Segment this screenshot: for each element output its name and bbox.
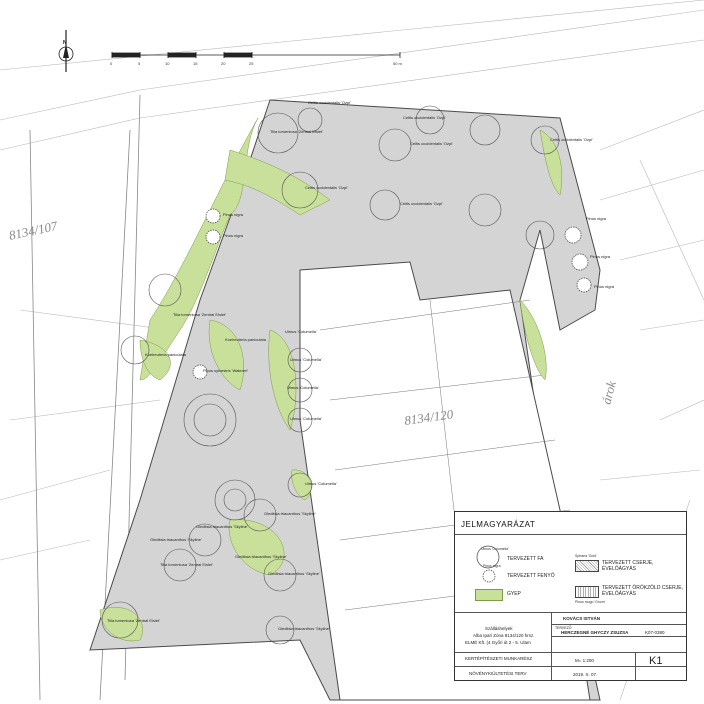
project-line-3: ELMÉ Kft. (4 Győri út 2 - 5. Ulam xyxy=(465,640,531,645)
legend-evergreen-sample: Pinus mugo 'Gnom' xyxy=(575,600,606,604)
plant-label: Pinus nigra xyxy=(594,284,615,289)
planner-id: K07-0380 xyxy=(645,630,665,635)
legend-pine-label: TERVEZETT FENYŐ xyxy=(507,573,555,579)
legend-lawn-swatch xyxy=(475,589,503,601)
legend-shrub-label: TERVEZETT CSERJE, ÉVELŐÁGYÁS xyxy=(602,560,654,572)
project-line-2: Alba Ipari Zóna 8134/120 hrsz. xyxy=(473,633,535,638)
north-label: N xyxy=(63,40,67,46)
legend-tree-symbol xyxy=(476,545,500,569)
legend-evergreen-swatch xyxy=(575,586,599,598)
plant-label: Pinus nigra xyxy=(590,254,611,259)
plant-label: Gleditsia triacanthos 'Skyline' xyxy=(264,511,316,516)
scale-tick-50: 50 m xyxy=(393,61,403,66)
parcel-label-left: 8134/107 xyxy=(8,218,60,243)
legend-pine-sample: Pinus nigra xyxy=(483,564,501,568)
legend-shrub-sample: Spiraea 'Gold' xyxy=(575,554,597,558)
scale-tick-0: 0 xyxy=(110,61,113,66)
scale-tick-5: 5 xyxy=(138,61,141,66)
plant-label: Tilia tomentosa 'Zentral Eislet' xyxy=(270,129,323,134)
legend-title: JELMAGYARÁZAT xyxy=(461,520,536,529)
plant-label: Gleditsia triacanthos 'Skyline' xyxy=(150,537,202,542)
scale-tick-10: 10 xyxy=(165,61,170,66)
planner-name: HERCZEGNÉ GHYCZY ZSUZSA xyxy=(561,630,629,635)
legend-evergreen-label: TERVEZETT ÖRÖKZÖLD CSERJE, ÉVELŐÁGYÁS xyxy=(602,585,683,597)
sheet-number: K1 xyxy=(649,655,663,667)
plant-label: Pinus nigra xyxy=(223,212,244,217)
drawing-title: NÖVÉNYKIÜLTETÉSI TERV xyxy=(469,671,527,676)
scale-bar xyxy=(111,52,401,58)
designer-role: TERVEZŐ xyxy=(555,626,572,630)
plant-label: Celtis occidentalis 'Ozpi' xyxy=(550,137,593,142)
scale-tick-15: 15 xyxy=(193,61,198,66)
plant-label: Pinus sylvestris 'Watereri' xyxy=(203,368,248,373)
lawn-areas xyxy=(99,117,563,642)
plant-label: Gleditsia triacanthos 'Skyline' xyxy=(196,524,248,529)
plant-label: Ulmus 'Columella' xyxy=(290,416,322,421)
plant-label: Celtis occidentalis 'Ozpi' xyxy=(400,201,443,206)
plant-label: Gleditsia triacanthos 'Skyline' xyxy=(235,554,287,559)
plant-label: Celtis occidentalis 'Ozpi' xyxy=(410,141,453,146)
legend-tree-label: TERVEZETT FA xyxy=(507,556,544,562)
plant-label: Gleditsia triacanthos 'Skyline' xyxy=(278,626,330,631)
plant-label: Celtis occidentalis 'Ozpi' xyxy=(403,115,446,120)
legend-tree-sample: Ulmus 'Columella' xyxy=(481,547,509,551)
pine-symbols xyxy=(192,208,592,380)
plant-label: Ulmus 'Columella' xyxy=(305,481,337,486)
legend-pine-symbol xyxy=(482,569,496,583)
designer-name: KOVÁCS ISTVÁN xyxy=(563,616,601,621)
legend-shrub-swatch xyxy=(575,560,599,572)
plant-label: Koelreuteria paniculata xyxy=(145,352,187,357)
parcel-label-center: 8134/120 xyxy=(403,406,454,428)
plant-label: Ulmus 'Columella' xyxy=(290,357,322,362)
legend-panel: JELMAGYARÁZAT Ulmus 'Columella' TERVEZET… xyxy=(454,511,687,681)
plant-label: Ulmus 'Columella' xyxy=(287,385,319,390)
plant-label: Ulmus 'Columella' xyxy=(285,329,317,334)
plant-label: Pinus nigra xyxy=(223,233,244,238)
legend-lawn-label: GYEP xyxy=(507,591,521,597)
drawing-scale: M= 1:200 xyxy=(575,658,594,663)
discipline: KERTÉPÍTÉSZETI MUNKARÉSZ xyxy=(465,656,533,661)
plant-label: Tilia tomentosa 'Zentral Eislet' xyxy=(173,312,226,317)
plant-label: Celtis occidentalis 'Ozpi' xyxy=(308,100,351,105)
scale-tick-20: 20 xyxy=(221,61,226,66)
tree-canopies xyxy=(101,105,560,645)
ditch-label: árok xyxy=(598,379,619,406)
plant-label: Celtis occidentalis 'Ozpi' xyxy=(305,185,348,190)
drawing-date: 2019. X. 07. xyxy=(573,672,598,677)
scale-tick-25: 25 xyxy=(249,61,254,66)
north-arrow xyxy=(58,30,74,72)
plant-label: Pinus nigra xyxy=(586,216,607,221)
plant-label: Tilia tomentosa 'Zentral Eislet' xyxy=(160,562,213,567)
plant-label: Koelreuteria paniculata xyxy=(225,337,267,342)
plant-label: Gleditsia triacanthos 'Skyline' xyxy=(268,571,320,576)
plant-label: Tilia tomentosa 'Zentral Eislet' xyxy=(107,618,160,623)
project-line-1: Szálláshelyek xyxy=(485,626,513,631)
